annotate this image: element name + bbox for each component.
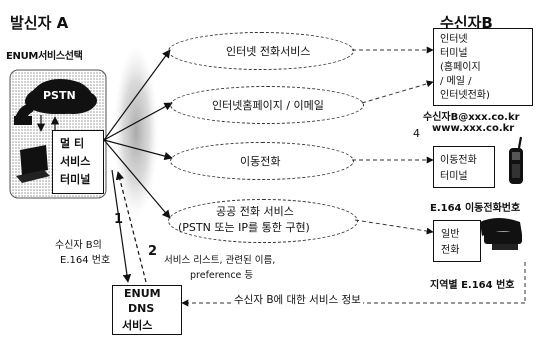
mobile-terminal-line-1: 이동전화 [440, 151, 477, 166]
step-1-line-1: 수신자 B의 [55, 236, 102, 251]
mobile-terminal-line-2: 터미널 [440, 167, 468, 182]
receiver-web: www.xxx.co.kr [432, 123, 514, 134]
local-phone-line-2: 전화 [441, 241, 459, 256]
internet-terminal-line-5: 인터넷전화) [440, 86, 490, 101]
internet-terminal-line-1: 인터넷 [440, 30, 468, 45]
enum-dns-line-2: DNS [128, 302, 154, 315]
sender-title: 발신자 A [10, 12, 68, 33]
service-info-label: 수신자 B에 대한 서비스 정보 [232, 292, 363, 307]
internet-terminal-line-3: (홈페이지 [440, 58, 481, 73]
service-label-internet-phone: 인터넷 전화서비스 [226, 43, 310, 59]
terminal-line-2: 서비스 [60, 153, 90, 169]
receiver-telephone-icon [480, 218, 522, 250]
mobile-number-label: E.164 이동전화번호 [430, 199, 520, 214]
step-1-line-2: E.164 번호 [60, 251, 110, 266]
fan-shading [114, 46, 158, 218]
service-label-public-phone-2: (PSTN 또는 IP를 통한 구현) [178, 219, 310, 235]
step-2-line-1: 서비스 리스트, 관련된 이름, [164, 252, 275, 266]
enum-dns-line-1: ENUM [124, 287, 161, 300]
local-phone-line-1: 일반 [441, 225, 459, 240]
service-label-public-phone-1: 공공 전화 서비스 [216, 203, 294, 219]
receiver-email: 수신자B@xxx.co.kr [423, 108, 520, 123]
step-2-line-2: preference 등 [190, 267, 253, 281]
step-2-number: 2 [148, 244, 157, 259]
terminal-line-3: 터미널 [60, 171, 90, 187]
link-public-phone [355, 220, 433, 232]
local-number-label: 지역별 E.164 번호 [430, 276, 514, 291]
internet-terminal-line-4: / 메일 / [440, 72, 472, 87]
enum-dns-line-3: 서비스 [122, 317, 152, 333]
enum-service-select-label: ENUM서비스선택 [6, 47, 83, 62]
internet-terminal-line-2: 터미널 [440, 44, 468, 59]
step-1-number: 1 [114, 212, 123, 227]
link-homepage [362, 82, 433, 103]
pstn-label: PSTN [43, 89, 76, 102]
terminal-line-1: 멀 티 [60, 135, 84, 151]
step-4-number: 4 [413, 127, 420, 140]
receiver-mobile-icon [509, 137, 523, 184]
service-label-mobile: 이동전화 [240, 153, 280, 169]
service-label-homepage: 인터넷홈페이지 / 이메일 [212, 97, 324, 113]
